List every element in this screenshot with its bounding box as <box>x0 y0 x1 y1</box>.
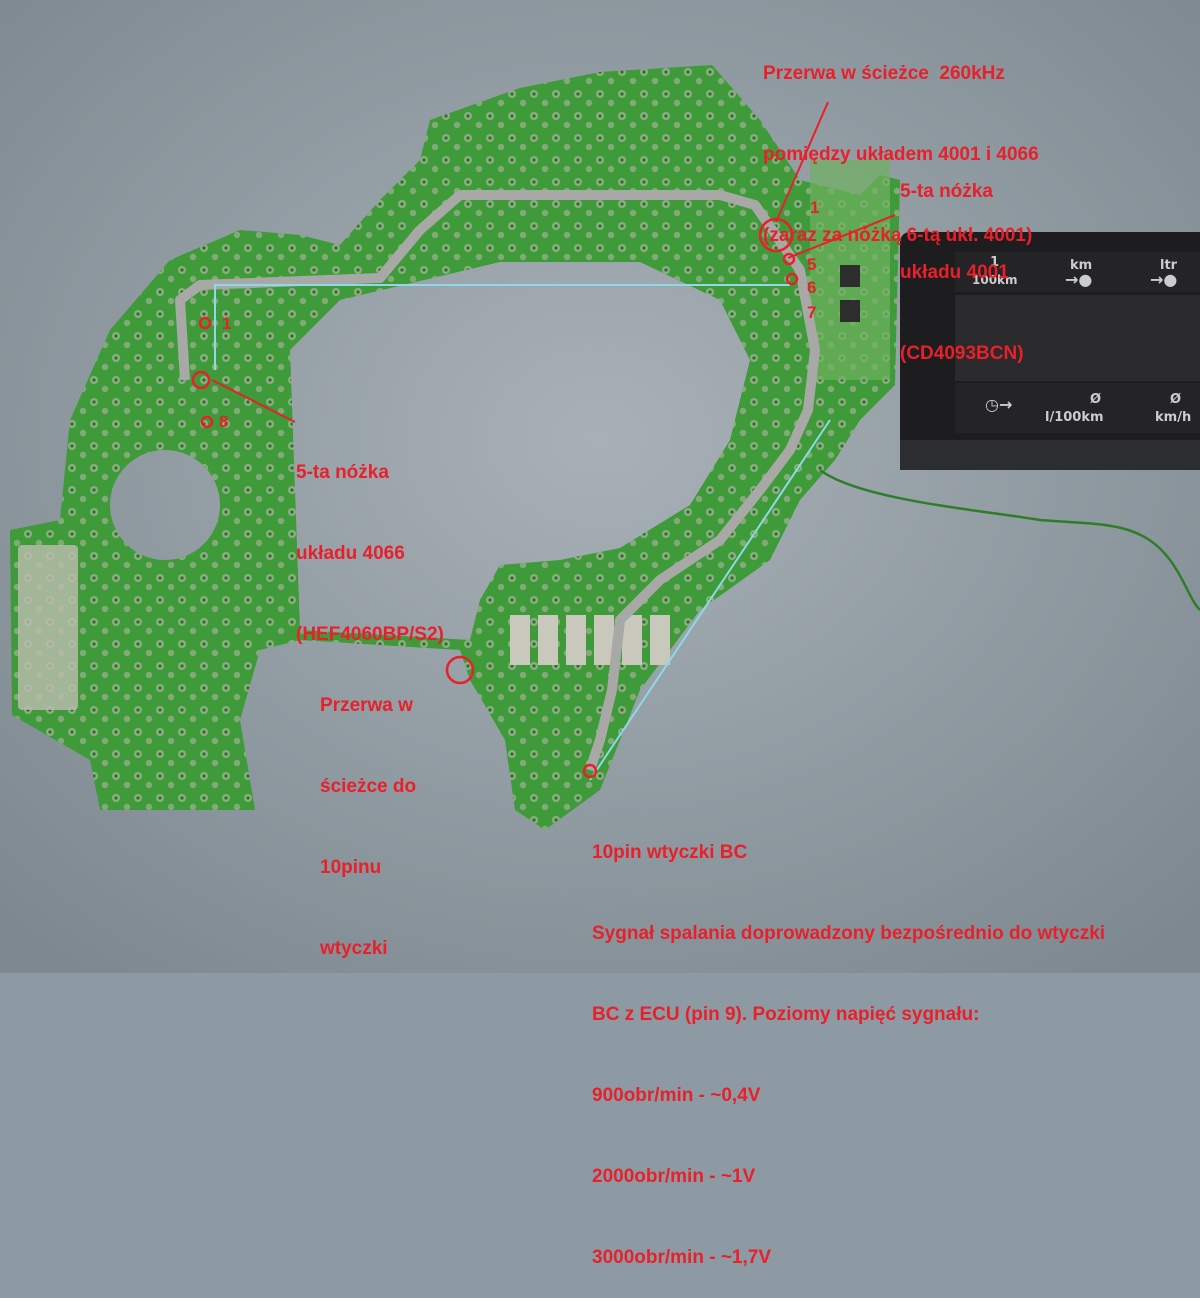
display-diameter-2: Ø <box>1170 392 1182 407</box>
grey-wire <box>175 190 820 772</box>
pin6-4001-circle <box>785 272 799 286</box>
pin5-4001-circle <box>782 252 796 266</box>
pin-label-8: 8 <box>219 412 229 431</box>
bottom-connector <box>510 615 670 665</box>
left-connector <box>18 545 78 710</box>
bc-pin10-circle <box>582 763 598 779</box>
display-label-l100km: l/100km <box>1045 410 1104 425</box>
annotation-top-break: Przerwa w ścieżce 260kHz pomiędzy układe… <box>763 63 1039 246</box>
annotation-pin5-4066: 5-ta nóżka układu 4066 (HEF4060BP/S2) <box>296 462 444 645</box>
annotation-pin5-4001: 5-ta nóżka układu 4001 (CD4093BCN) <box>900 181 1024 364</box>
display-label-kmh: km/h <box>1155 410 1192 425</box>
pin5-4066-circle <box>191 370 211 390</box>
break-circle-10pin <box>445 655 475 685</box>
pin-label-6: 6 <box>807 278 817 297</box>
display-diameter-1: Ø <box>1090 392 1102 407</box>
break-circle-top <box>758 217 794 253</box>
pin1-4066-circle <box>198 316 212 330</box>
display-label-km: km <box>1070 258 1093 273</box>
pin-label-5: 5 <box>807 255 817 274</box>
display-label-ltr: ltr <box>1160 258 1178 273</box>
pin-label-7: 7 <box>807 303 817 322</box>
pin8-4066-circle <box>200 415 214 429</box>
annotation-bottom-note: 10pin wtyczki BC Sygnał spalania doprowa… <box>592 842 1106 1268</box>
pin-label-1-4001: 1 <box>810 198 820 217</box>
annotation-break-10pin: Przerwa w ścieżce do 10pinu wtyczki <box>320 695 417 959</box>
display-arrow-2: →● <box>1150 270 1178 289</box>
display-label-100km: 100km <box>972 273 1018 287</box>
marker-circles <box>191 217 799 779</box>
display-arrow-1: →● <box>1065 270 1093 289</box>
display-label-1: 1 <box>990 255 1000 270</box>
green-wire <box>819 468 1200 611</box>
pcb-photo <box>0 0 1200 973</box>
display-clock-icon: ◷→ <box>985 395 1013 414</box>
blue-wire <box>214 284 831 781</box>
pin-label-1-4066: 1 <box>222 314 232 333</box>
pointer-lines <box>211 101 896 423</box>
